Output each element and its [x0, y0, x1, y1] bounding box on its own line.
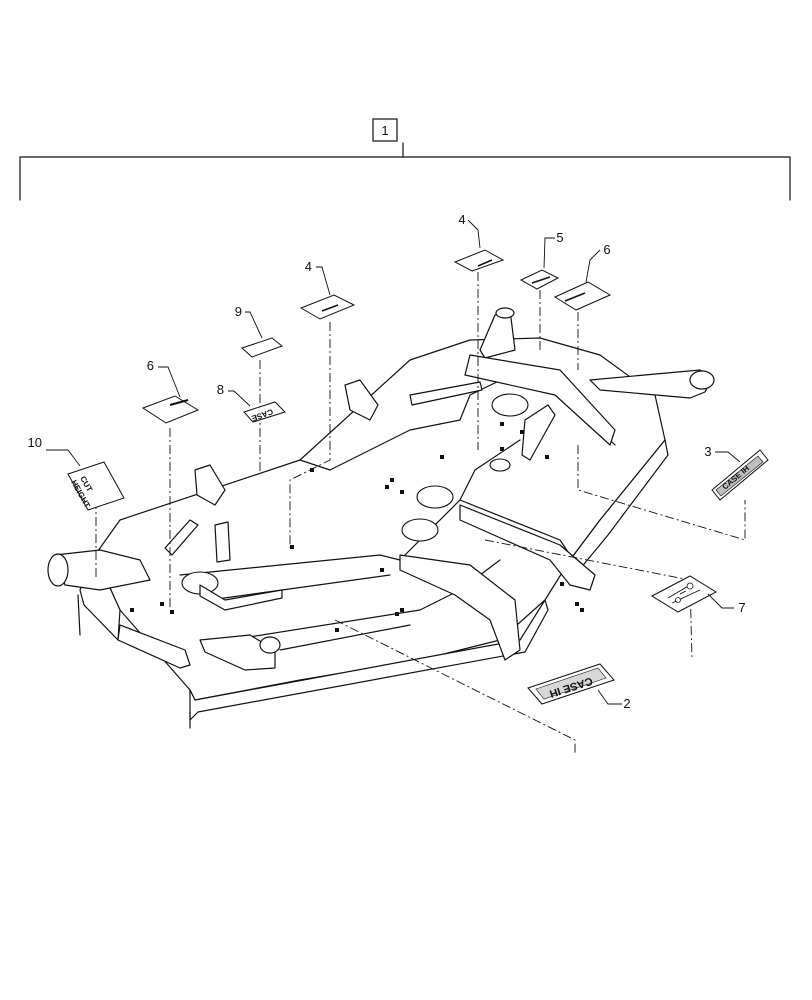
- spindle-hole: [401, 518, 439, 542]
- callout-2: 2: [623, 696, 630, 711]
- callout-4b: 4: [458, 212, 465, 227]
- decal-6-right[interactable]: 6: [553, 242, 612, 311]
- callout-4a: 4: [305, 259, 312, 274]
- decal-8[interactable]: CASE 8: [217, 382, 286, 423]
- assembly-bracket: 1: [19, 118, 791, 201]
- decal-3[interactable]: CASE IH 3: [704, 444, 769, 501]
- decal-5[interactable]: 5: [519, 230, 564, 290]
- decal-9[interactable]: 9: [235, 304, 284, 358]
- callout-box-1[interactable]: [372, 118, 398, 142]
- callout-6b: 6: [603, 242, 610, 257]
- spindle-hole: [416, 485, 454, 509]
- callout-9: 9: [235, 304, 242, 319]
- callout-1: 1: [381, 123, 388, 138]
- decal-10-cut-height[interactable]: CUT HEIGHT 10: [28, 435, 125, 511]
- spindle-hole: [489, 458, 511, 472]
- rivet-marks: [130, 422, 584, 632]
- callout-10: 10: [28, 435, 42, 450]
- leader-dashes: [95, 272, 746, 755]
- spindle-hole: [491, 393, 529, 417]
- decal-4-left[interactable]: 4: [299, 259, 356, 320]
- decal-7[interactable]: 7: [650, 575, 746, 615]
- callout-3: 3: [704, 444, 711, 459]
- callout-7: 7: [738, 600, 745, 615]
- callout-6a: 6: [147, 358, 154, 373]
- decal-2-brand[interactable]: CASE IH 2: [527, 663, 631, 711]
- callout-5: 5: [556, 230, 563, 245]
- mower-deck: [47, 307, 715, 729]
- decal-6-left[interactable]: 6: [141, 358, 200, 424]
- callout-8: 8: [217, 382, 224, 397]
- decal-4-right[interactable]: 4: [453, 212, 505, 272]
